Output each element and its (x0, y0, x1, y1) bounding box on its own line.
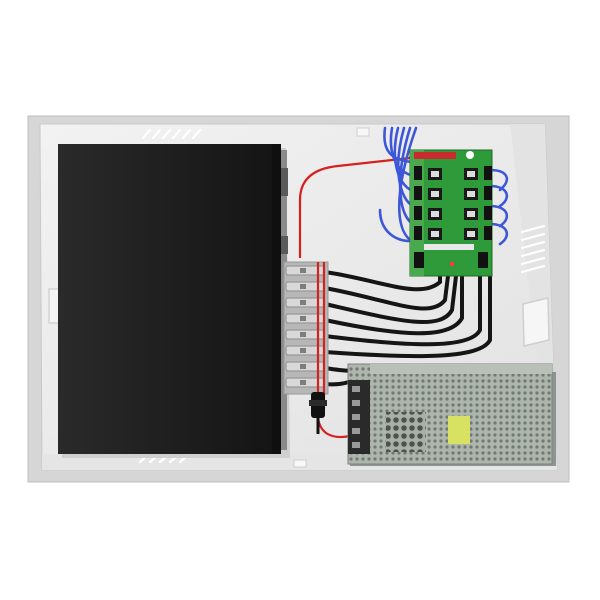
right-vent-slots (520, 224, 546, 274)
video-cables (323, 268, 492, 387)
bnc-connector (285, 265, 325, 388)
inline-fuse-holder (309, 392, 327, 434)
psu-body (347, 363, 553, 465)
top-tab (356, 127, 370, 137)
psu-top-rail (370, 364, 552, 374)
terminal-strip (414, 152, 456, 159)
bnc-pins (300, 268, 306, 385)
power-distribution-board-icon (466, 151, 474, 159)
power-supply-unit (347, 363, 556, 466)
dvr-unit (58, 144, 290, 458)
fuse-caps (431, 171, 475, 237)
bottom-tab (293, 459, 307, 468)
led-indicator (450, 262, 454, 266)
dvr-mid-connector (281, 236, 288, 254)
board-input-terminals (414, 252, 488, 268)
power-wires-red (298, 151, 414, 439)
right-mount-cutout (522, 297, 550, 347)
dvr-top-connector (281, 168, 288, 196)
board-label-band (424, 244, 474, 250)
psu-terminal-screws (352, 386, 360, 448)
dvr-body (58, 144, 280, 454)
fuse-distribution-board (409, 149, 493, 277)
output-terminals (414, 166, 492, 240)
vent-holes-icon (386, 412, 426, 452)
top-vent-slots (141, 128, 202, 140)
dvr-side (272, 144, 281, 454)
psu-label (448, 416, 470, 444)
bnc-connector-stack (283, 261, 329, 395)
